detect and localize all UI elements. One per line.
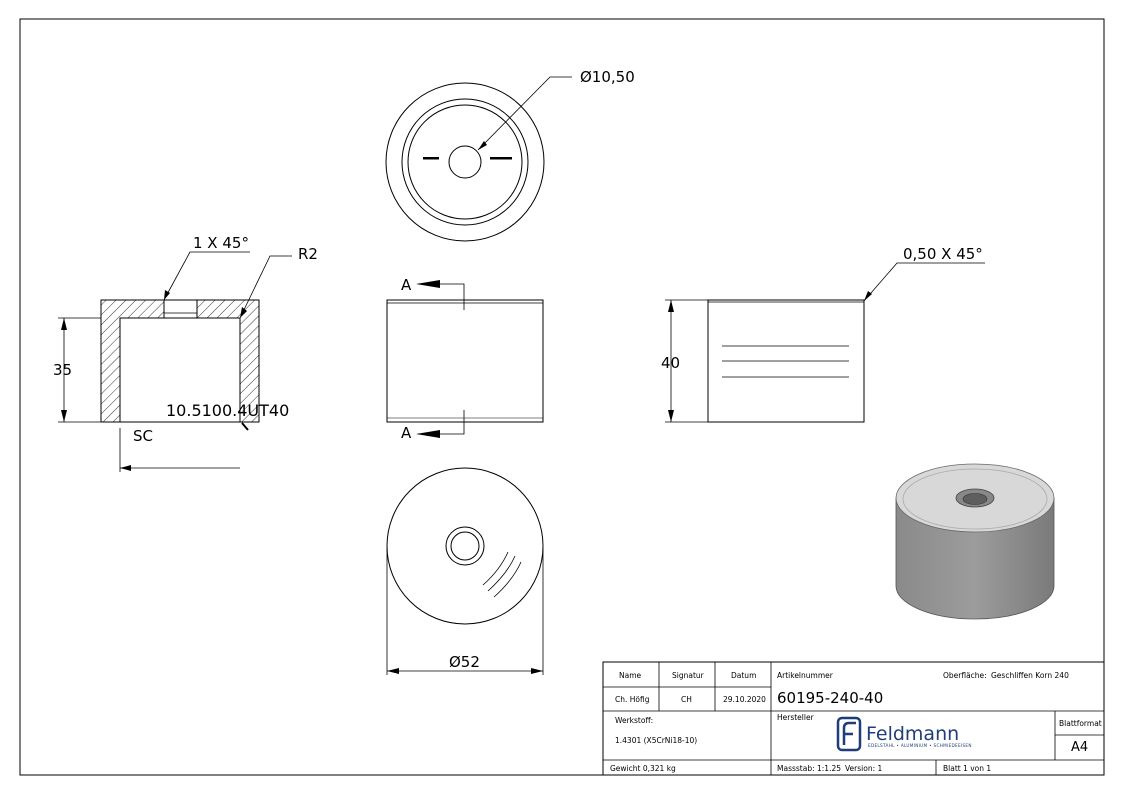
side-view: 40 0,50 X 45°: [661, 245, 985, 423]
part-stamp: 10.5100.4UT40: [166, 401, 289, 420]
tb-drawn-signature: CH: [681, 695, 692, 704]
logo-brand: Feldmann: [866, 723, 959, 745]
section-view: 35 1 X 45° R2 10.5100.4UT40 SC: [53, 234, 318, 472]
tb-scale: Massstab: 1:1.25: [777, 764, 841, 773]
tb-header-signature: Signatur: [672, 671, 705, 680]
tb-drawn-name: Ch. Höfig: [615, 695, 650, 704]
bottom-view: Ø52: [386, 467, 544, 675]
sheet-border: [19, 18, 1105, 776]
tb-drawn-date: 29.10.2020: [723, 695, 766, 704]
isometric-view: [895, 463, 1055, 620]
tb-surface-label: Oberfläche:: [943, 671, 987, 680]
tb-material-value: 1.4301 (X5CrNi18-10): [615, 736, 697, 745]
logo-tagline: EDELSTAHL • ALUMINIUM • SCHMIEDEEISEN: [868, 743, 972, 748]
section-hole-gap: [163, 299, 198, 319]
tb-sheet: Blatt 1 von 1: [943, 764, 991, 773]
tb-sheet-format-value: A4: [1071, 740, 1088, 755]
tb-article-number: 60195-240-40: [777, 689, 883, 707]
top-view: Ø10,50: [385, 68, 635, 242]
dim-hole-diameter: Ø10,50: [580, 68, 635, 86]
tb-material-label: Werkstoff:: [615, 716, 653, 725]
tb-header-date: Datum: [731, 671, 756, 680]
section-arrow-bottom-label: A: [401, 424, 412, 442]
dim-outer-diameter: Ø52: [449, 653, 480, 671]
tb-manufacturer-label: Hersteller: [777, 713, 815, 722]
section-caption: SC: [133, 427, 153, 445]
dim-height-section: 35: [53, 361, 72, 379]
front-view: A A: [386, 276, 544, 442]
title-block: Name Signatur Datum Ch. Höfig CH 29.10.2…: [602, 661, 1105, 776]
tb-weight: Gewicht 0,321 kg: [610, 764, 676, 773]
feldmann-logo: Feldmann EDELSTAHL • ALUMINIUM • SCHMIED…: [836, 716, 972, 752]
dim-height-side: 40: [661, 354, 680, 372]
dim-chamfer-side: 0,50 X 45°: [903, 245, 983, 263]
tb-header-name: Name: [619, 671, 642, 680]
tb-sheet-format-label: Blattformat: [1059, 719, 1102, 728]
logo-mark-icon: [836, 716, 862, 752]
dim-radius: R2: [298, 245, 318, 263]
tb-surface-value: Geschliffen Korn 240: [991, 671, 1069, 680]
dim-chamfer-section: 1 X 45°: [193, 234, 249, 252]
tb-version: Version: 1: [845, 764, 882, 773]
tb-article-label: Artikelnummer: [777, 671, 834, 680]
section-arrow-top-label: A: [401, 276, 412, 294]
